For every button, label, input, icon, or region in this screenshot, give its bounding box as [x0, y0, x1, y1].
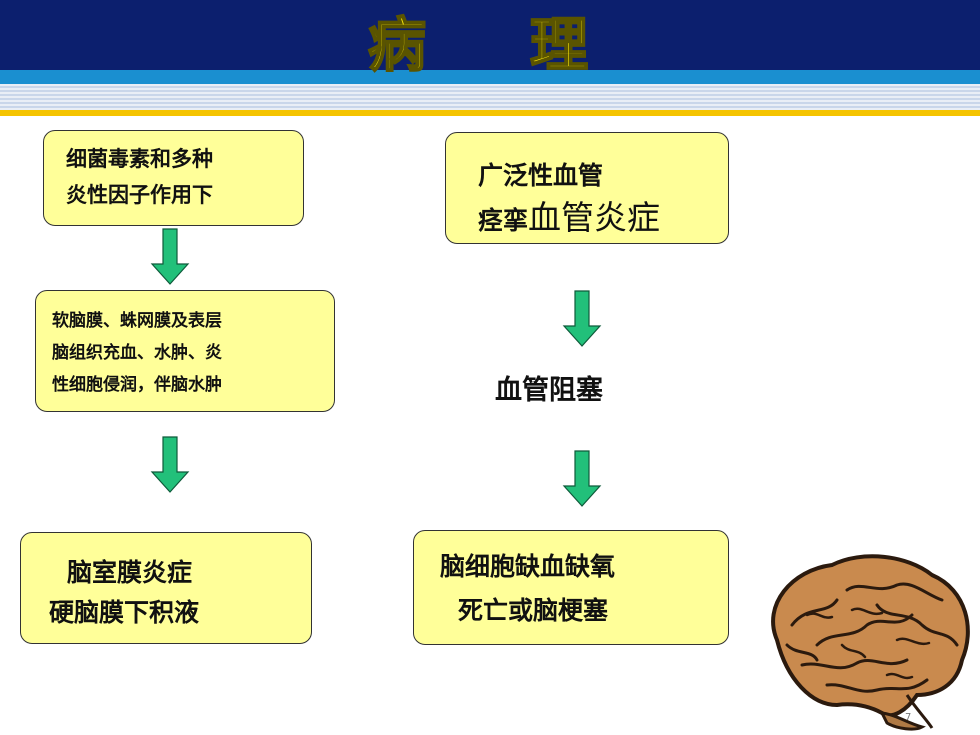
box-text-line: 广泛性血管 [478, 161, 604, 190]
slide-title-char-1: 病 [367, 10, 427, 80]
left-box-meninges-congestion: 软脑膜、蛛网膜及表层 脑组织充血、水肿、炎 性细胞侵润，伴脑水肿 [35, 290, 335, 412]
left-box-ventriculitis: 脑室膜炎症 硬脑膜下积液 [20, 532, 312, 644]
box-text-line: 性细胞侵润，伴脑水肿 [52, 375, 222, 395]
box-text-line: 脑细胞缺血缺氧 [440, 552, 616, 581]
header-stripe-light [0, 84, 980, 110]
header-stripe-yellow [0, 110, 980, 116]
down-arrow-icon [562, 450, 602, 507]
box-text-line: 脑组织充血、水肿、炎 [52, 343, 222, 363]
brain-illustration-icon [771, 554, 970, 731]
header-band [0, 0, 980, 70]
down-arrow-icon [150, 228, 190, 285]
box-text-line: 细菌毒素和多种 [66, 147, 213, 171]
slide-number: 7 [905, 712, 912, 723]
box-text-bold: 痉挛 [478, 206, 529, 235]
box-text-line: 痉挛血管炎症 [478, 197, 728, 245]
right-box-vasospasm: 广泛性血管 痉挛血管炎症 [445, 132, 729, 244]
down-arrow-icon [150, 436, 190, 493]
left-box-bacterial-toxins: 细菌毒素和多种 炎性因子作用下 [43, 130, 304, 226]
box-text-regular: 血管炎症 [528, 198, 661, 237]
header-stripe-blue [0, 70, 980, 84]
slide-title-char-2: 理 [529, 10, 589, 80]
box-text-line: 硬脑膜下积液 [49, 598, 200, 627]
box-text-line: 脑室膜炎症 [67, 558, 193, 587]
box-text-line: 炎性因子作用下 [66, 183, 213, 207]
right-box-ischemia: 脑细胞缺血缺氧 死亡或脑梗塞 [413, 530, 729, 645]
vascular-occlusion-label: 血管阻塞 [495, 375, 603, 406]
box-text-line: 死亡或脑梗塞 [458, 596, 609, 625]
box-text-line: 软脑膜、蛛网膜及表层 [52, 311, 222, 331]
down-arrow-icon [562, 290, 602, 347]
